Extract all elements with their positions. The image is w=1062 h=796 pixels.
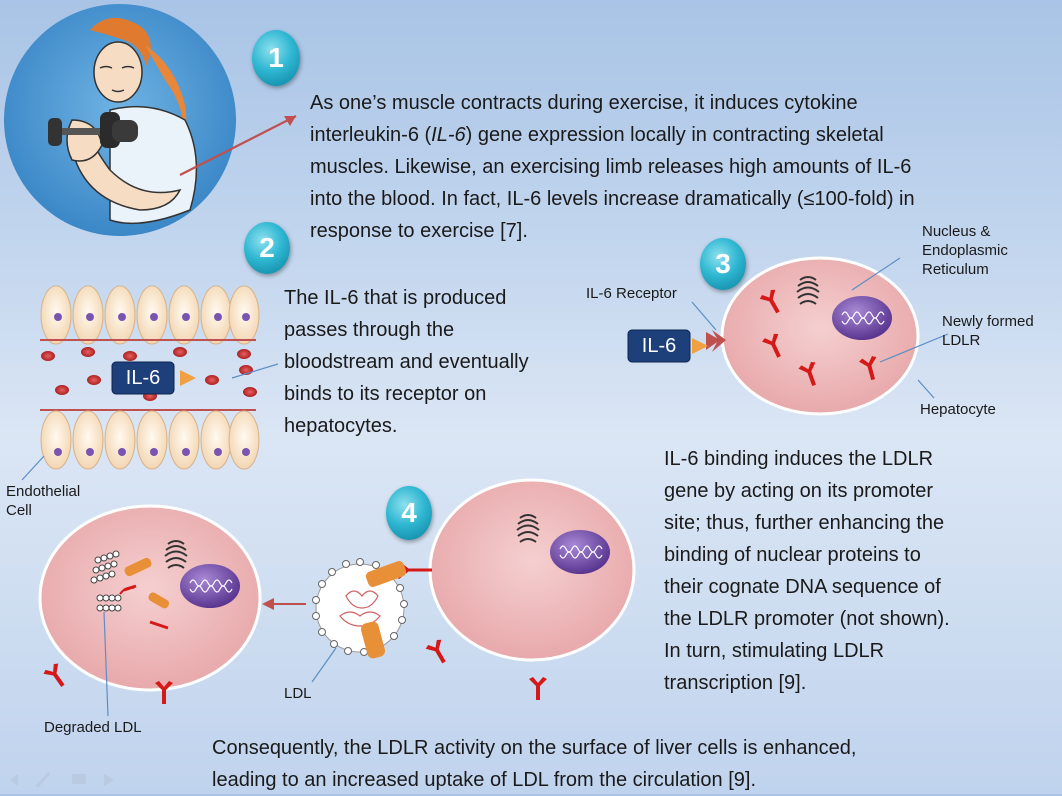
step3-line-2: gene by acting on its promoter [664,480,934,502]
step3-line-7: In turn, stimulating LDLR [664,640,885,662]
step3-line-8: transcription [9]. [664,672,807,694]
step1-line-2: interleukin-6 (IL-6) gene expression loc… [310,124,884,146]
step2-line-3: bloodstream and eventually [284,351,529,373]
step3-line-4: binding of nuclear proteins to [664,544,921,566]
arrow-head-4 [262,598,274,610]
step1-text: As one’s muscle contracts during exercis… [310,87,1055,247]
nucleus-er-label: Nucleus & Endoplasmic Reticulum [922,223,1008,278]
hepatocyte-step4-left [38,504,262,717]
step-2-badge: 2 [244,222,290,274]
step2-text: The IL-6 that is produced passes through… [284,282,604,442]
step1-line-4: into the blood. In fact, IL-6 levels inc… [310,188,915,210]
step1-line-1: As one’s muscle contracts during exercis… [310,92,858,114]
step2-line-2: passes through the [284,319,455,341]
conclusion-text: Consequently, the LDLR activity on the s… [212,732,1052,796]
red-blood-cells [41,347,257,401]
step2-line-1: The IL-6 that is produced [284,287,507,309]
step3-line-1: IL-6 binding induces the LDLR [664,448,934,470]
endothelial-cell-label: Endothelial Cell [6,483,81,519]
conclusion-line-2: leading to an increased uptake of LDL fr… [212,769,757,791]
endothelial-cells-bottom [40,410,260,470]
newly-formed-ldlr-label: Newly formed LDLR [942,313,1034,349]
arrow-head-1 [284,116,296,126]
step1-line-3: muscles. Likewise, an exercising limb re… [310,156,912,178]
step2-line-5: hepatocytes. [284,415,398,437]
slide-nav-controls[interactable] [10,772,114,788]
arrow-exercise-to-text [179,115,297,176]
ldl-label: LDL [284,685,312,702]
endothelial-cells-top [40,285,260,345]
il6-tag-vessel: IL-6 [125,367,161,389]
step3-text: IL-6 binding induces the LDLR gene by ac… [664,443,1054,699]
step-1-badge: 1 [252,30,300,86]
degraded-ldl-label: Degraded LDL [44,719,142,736]
blood-vessel-diagram [21,285,279,481]
step-4-badge: 4 [386,486,432,540]
il6-italic: IL-6 [431,124,466,146]
hepatocyte-label: Hepatocyte [920,401,996,418]
ldl-particle [311,558,408,683]
exercising-woman-illustration [4,4,236,236]
step3-line-6: the LDLR promoter (not shown). [664,608,950,630]
conclusion-line-1: Consequently, the LDLR activity on the s… [212,737,857,759]
step-3-badge: 3 [700,238,746,290]
step3-line-3: site; thus, further enhancing the [664,512,945,534]
il6-receptor-label: IL-6 Receptor [586,285,677,302]
step3-line-5: their cognate DNA sequence of [664,576,941,598]
step1-line-5: response to exercise [7]. [310,220,528,242]
il6-tag-receptor: IL-6 [641,335,677,357]
hepatocyte-step4-right [397,478,636,700]
hepatocyte-step3 [627,256,949,416]
step2-line-4: binds to its receptor on [284,383,487,405]
